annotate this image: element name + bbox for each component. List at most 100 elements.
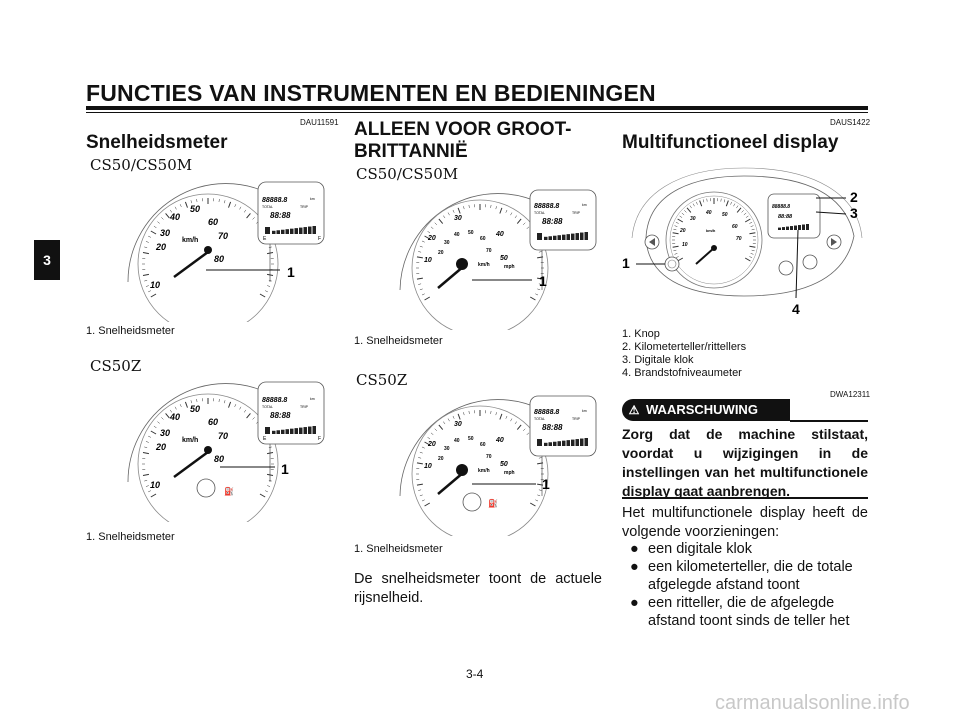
- gauge-tick: [148, 290, 152, 293]
- gauge-tick: [430, 432, 434, 435]
- gauge-tick: [535, 293, 539, 296]
- gauge-tick: [438, 218, 444, 224]
- gauge-tick: [443, 215, 446, 219]
- gauge-tick: [424, 296, 431, 301]
- svg-text:70: 70: [736, 236, 742, 242]
- gauge-tick: [142, 452, 149, 455]
- fuel-bar-segment: [566, 440, 570, 446]
- gauge-tick: [145, 485, 149, 487]
- gauge-tick: [190, 400, 192, 404]
- gauge-tick: [430, 226, 434, 229]
- gauge-tick: [174, 406, 177, 410]
- warning-bottom-rule: [622, 497, 868, 499]
- fuel-bar-segment: [276, 430, 280, 434]
- gauge-tick: [196, 198, 198, 203]
- svg-text:60: 60: [480, 442, 486, 448]
- gauge-tick: [190, 200, 192, 204]
- model-label: CS50Z: [356, 371, 408, 389]
- svg-text:88:88: 88:88: [542, 217, 563, 226]
- svg-text:10: 10: [424, 463, 432, 470]
- svg-text:88:88: 88:88: [270, 411, 291, 420]
- gauge-tick: [522, 222, 526, 226]
- model-label: CS50/CS50M: [90, 156, 193, 174]
- gauge-tick: [419, 288, 423, 291]
- svg-text:88888.8: 88888.8: [534, 203, 559, 210]
- gauge-tick: [218, 198, 220, 203]
- fuel-bar-segment: [299, 227, 303, 234]
- svg-text:10: 10: [682, 242, 688, 248]
- gauge-tick: [526, 226, 530, 229]
- gauge-tick: [490, 410, 492, 414]
- svg-text:88888.8: 88888.8: [534, 409, 559, 416]
- gauge-tick: [267, 252, 274, 255]
- gauge-tick: [434, 222, 438, 226]
- svg-text:50: 50: [468, 230, 474, 236]
- callout-1: 1: [287, 264, 295, 280]
- svg-text:60: 60: [208, 417, 218, 427]
- gauge-tick: [416, 462, 423, 465]
- fuel-bar-segment: [778, 227, 781, 230]
- gauge-tick: [463, 206, 465, 210]
- gauge-tick: [535, 499, 539, 502]
- gauge-tick: [148, 235, 152, 238]
- fuel-bar-segment: [802, 224, 805, 230]
- gauge-tick: [228, 401, 232, 408]
- gauge-tick: [145, 241, 149, 243]
- gauge-tick: [538, 489, 542, 491]
- odometer-readout: 88888.8: [262, 197, 287, 204]
- gauge-tick: [239, 206, 242, 210]
- fuel-bar-segment: [575, 439, 579, 446]
- fuel-bar-segment: [272, 230, 276, 234]
- gauge-tick: [427, 437, 431, 440]
- fuel-bar-segment: [290, 228, 294, 234]
- gauge-tick: [157, 421, 160, 424]
- warning-label: WAARSCHUWING: [646, 402, 758, 417]
- bullet-icon: ●: [630, 595, 639, 611]
- gauge-tick: [421, 446, 425, 449]
- gauge-tick: [673, 249, 677, 252]
- svg-text:20: 20: [438, 250, 444, 256]
- fuel-bar-segment: [580, 232, 584, 240]
- gauge-tick: [144, 280, 148, 282]
- gauge-tick: [142, 473, 149, 476]
- gauge-tick: [505, 415, 508, 419]
- fuel-bar-segment: [299, 427, 303, 434]
- oil-icon: ⛽: [224, 486, 234, 496]
- svg-text:TOTAL: TOTAL: [534, 211, 545, 215]
- gauge-tick: [723, 199, 726, 203]
- fuel-bar-segment: [794, 225, 797, 230]
- fuel-bar-segment: [308, 426, 312, 434]
- gauge-tick: [751, 249, 755, 252]
- gauge-tick: [490, 204, 492, 208]
- svg-text:30: 30: [444, 446, 450, 452]
- svg-text:km: km: [582, 203, 587, 207]
- body-paragraph: De snelheidsmeter toont de actuele rijsn…: [354, 571, 602, 606]
- gauge-tick: [228, 201, 232, 208]
- tick-label: 70: [218, 231, 228, 241]
- gauge-tick: [702, 199, 705, 203]
- gauge-tick: [150, 293, 157, 298]
- gauge-tick: [745, 215, 749, 218]
- svg-text:40: 40: [169, 412, 180, 422]
- tick-label: 40: [169, 212, 180, 222]
- gauge-tick: [268, 280, 272, 282]
- gauge-tick: [252, 217, 255, 220]
- gauge-tick: [750, 225, 754, 227]
- warning-light-icon: [462, 492, 482, 512]
- gauge-tick: [252, 417, 255, 420]
- fuel-bar-segment: [557, 235, 561, 240]
- gauge-tick: [529, 296, 536, 301]
- gauge-tick: [424, 502, 431, 507]
- svg-text:70: 70: [486, 248, 492, 254]
- gauge-tick: [505, 209, 508, 213]
- fuel-bar-segment: [571, 233, 575, 240]
- gauge-tick: [267, 473, 274, 476]
- gauge-tick: [516, 424, 522, 430]
- section-heading: Snelheidsmeter: [86, 132, 228, 153]
- gauge-tick: [268, 446, 272, 448]
- gauge-tick: [418, 457, 422, 459]
- fuel-bar-segment: [548, 442, 552, 446]
- svg-text:60: 60: [480, 236, 486, 242]
- gauge-tick: [142, 273, 149, 276]
- gauge-tick: [751, 228, 755, 231]
